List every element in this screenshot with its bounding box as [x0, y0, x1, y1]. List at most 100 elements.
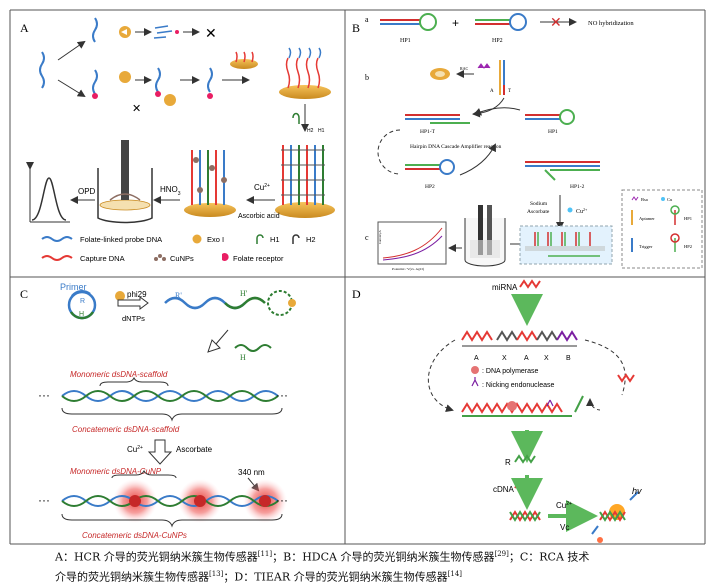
- legend-exo: Exo I: [207, 235, 224, 244]
- legend-h2: H2: [306, 235, 316, 244]
- probe-dna-upper: [92, 17, 98, 43]
- circular-template: [67, 290, 97, 320]
- cdna-label: cDNA: [493, 485, 515, 494]
- h-label: H: [79, 311, 84, 318]
- electrode-plate-probe: [279, 47, 331, 99]
- opd-label: OPD: [78, 187, 96, 196]
- arrow-a1: [57, 40, 86, 61]
- panel-d: D miRNA A X A X B : DNA polymerase : Nic…: [352, 279, 642, 543]
- concat-cunps-label: Concatemeric dsDNA-CuNPs: [82, 531, 187, 540]
- legend-hp2: HP2: [684, 244, 692, 249]
- template-strand: [461, 330, 578, 347]
- electrode-zoom: [519, 225, 613, 265]
- panel-b-legend-box: Bsa Cu Aptamer HP1 Trigger HP2: [621, 189, 703, 269]
- plus-sign: +: [452, 16, 459, 30]
- svg-text:···: ···: [38, 388, 50, 402]
- a-label: A: [490, 89, 494, 94]
- cunp-concatemer: ··· ···: [38, 479, 288, 523]
- r-prime-label: R': [175, 291, 182, 300]
- no-hyb-cross-icon: ✕: [550, 14, 562, 30]
- nicking-icon: [471, 377, 479, 387]
- h2-small-label: H2: [307, 128, 314, 134]
- cv-plot: Current/μA Potential / V(vs. AgCl): [377, 221, 447, 271]
- hp2-hairpin-b: [405, 159, 455, 175]
- fluorescent-cunc: [591, 491, 639, 543]
- ascorbate-label-c: Ascorbate: [176, 445, 213, 454]
- cv-ylabel: Current/μA: [378, 229, 382, 244]
- primer-label: Primer: [60, 282, 87, 292]
- legend-cunps: CuNPs: [170, 254, 194, 263]
- detection-beaker: [97, 140, 153, 224]
- electrode-plate-amplified: [275, 145, 335, 218]
- panel-b-letter: B: [352, 21, 360, 35]
- r-strand-label: R: [505, 458, 511, 467]
- hp1-t-complex: [405, 114, 470, 124]
- cu2-label-c: Cu2+: [127, 445, 143, 454]
- hdca-label: Hairpin DNA Cascade Amplifier reaction: [410, 143, 502, 150]
- panel-b-sub-a: a: [365, 15, 369, 24]
- t-label: T: [508, 89, 511, 94]
- folate-icon: [92, 93, 98, 99]
- electrode-plate-cunp: [184, 150, 236, 217]
- nicking-label: : Nicking endonuclease: [482, 382, 554, 389]
- seq-b: B: [566, 355, 571, 362]
- cv-xlabel: Potential / V(vs. AgCl): [392, 267, 425, 271]
- panel-b-sub-c: c: [365, 233, 369, 242]
- cycle-arrow-left: [427, 339, 456, 413]
- hp1-t-label: HP1-T: [420, 129, 436, 135]
- rca-arrow: [117, 296, 149, 310]
- probe-dna-start: [39, 51, 45, 89]
- panel-c: C Primer R H phi29 dNTPs R' H' H Monomer…: [20, 282, 296, 540]
- dntps-label: dNTPs: [122, 314, 145, 323]
- cu2-label-a: Cu2+: [254, 183, 270, 192]
- r-strand: [514, 454, 536, 464]
- extended-duplex: [461, 395, 584, 417]
- caption-ref-13: [13]: [209, 569, 224, 578]
- panel-frames: [9, 9, 706, 545]
- legend-folate-probe: Folate-linked probe DNA: [80, 235, 162, 244]
- hp2-label-b: HP2: [425, 184, 435, 190]
- hp1-2-duplex: [525, 161, 600, 181]
- h-prime-label: H': [240, 289, 248, 298]
- rac-label: RAC: [460, 66, 469, 71]
- panel-d-letter: D: [352, 287, 361, 301]
- phi29-label: phi29: [127, 290, 147, 299]
- legend-aptamer: Aptamer: [639, 216, 655, 221]
- seq-x-2: X: [544, 355, 549, 362]
- panel-a-letter: A: [20, 21, 29, 35]
- fluorescence-spectrum: [26, 162, 70, 223]
- digested-fragments-icon: [153, 25, 173, 39]
- cross-mark-icon: ✕: [205, 25, 217, 41]
- seq-a-1: A: [474, 355, 479, 362]
- dsdna-product: [509, 510, 541, 522]
- legend-trigger: Trigger: [639, 244, 653, 249]
- ascorbic-acid-label: Ascorbic acid: [238, 213, 280, 220]
- caption-ref-29: [29]: [494, 550, 509, 558]
- cu2-label-d: Cu2+: [556, 501, 572, 510]
- hp1-label-a: HP1: [400, 38, 411, 44]
- caption-c2: 介导的荧光铜纳米簇生物传感器: [55, 570, 209, 584]
- ascorbate-label: Ascorbate: [527, 209, 550, 215]
- panel-c-letter: C: [20, 287, 28, 301]
- no-hybridization-label: NO hybridization: [588, 20, 634, 27]
- mono-cunp-label: Monomeric dsDNA-CuNP: [70, 467, 162, 476]
- concatemer-scaffold: ··· ···: [38, 388, 288, 402]
- cascade-loop: [377, 129, 401, 175]
- mirna-label: miRNA: [492, 283, 518, 292]
- blocked-mark-icon: ✕: [132, 103, 141, 115]
- hp1-label-b: HP1: [548, 129, 558, 135]
- hybridize-arrow: [207, 329, 229, 353]
- sodium-label: Sodium: [530, 201, 548, 207]
- figure-canvas: A ✕ ✕: [9, 9, 706, 545]
- released-strand: [617, 373, 635, 383]
- svg-text:···: ···: [276, 388, 288, 402]
- concat-scaffold-label: Concatemeric dsDNA-scaffold: [72, 425, 180, 434]
- aptamer-trigger: [499, 60, 505, 95]
- legend-hp1: HP1: [684, 216, 692, 221]
- caption-d: ；D：TIEAR 介导的荧光铜纳米簇生物传感器: [223, 570, 448, 584]
- caption-ref-14: [14]: [447, 569, 463, 578]
- seq-x-1: X: [502, 355, 507, 362]
- legend-bsa: Bsa: [641, 197, 648, 202]
- electrode-plate-top: [230, 51, 258, 69]
- cycle-arrow-right: [584, 339, 626, 396]
